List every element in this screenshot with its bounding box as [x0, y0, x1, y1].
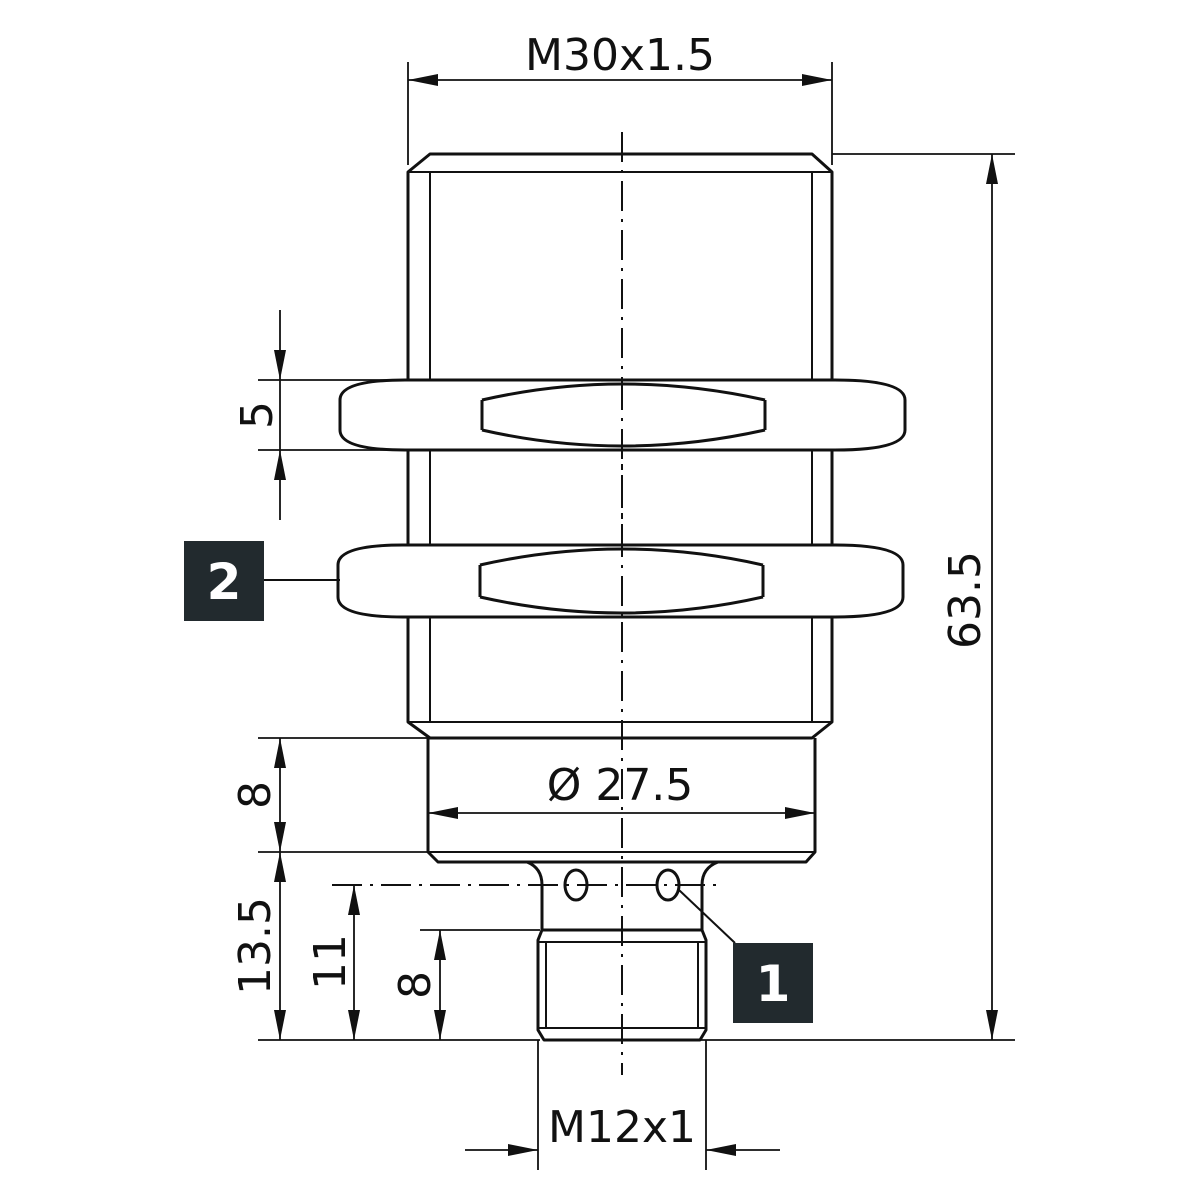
label-connector-thread-length: 8 [390, 971, 441, 999]
label-total-length: 63.5 [940, 551, 991, 649]
callout-2: 2 [184, 541, 340, 621]
dim-thread-connector: M12x1 [465, 1102, 780, 1156]
callout-1-badge [733, 943, 813, 1023]
dim-nut-thickness: 5 [232, 310, 286, 520]
dim-connector-to-holes: 11 [305, 885, 360, 1040]
callout-1: 1 [678, 889, 813, 1023]
extension-lines [258, 62, 1015, 1170]
label-collar-diameter: Ø 27.5 [547, 760, 694, 811]
callout-1-label: 1 [756, 955, 791, 1013]
dim-collar-height: 8 [230, 738, 286, 852]
label-thread-main: M30x1.5 [525, 30, 715, 81]
label-connector-length: 13.5 [230, 897, 281, 995]
dim-thread-main: M30x1.5 [408, 30, 832, 86]
label-nut-thickness: 5 [232, 401, 283, 429]
dim-connector-thread-length: 8 [390, 930, 446, 1040]
dim-collar-diameter: Ø 27.5 [428, 760, 815, 819]
collar [426, 738, 817, 864]
callout-2-label: 2 [207, 553, 242, 611]
label-collar-height: 8 [230, 781, 281, 809]
connector-thread [536, 928, 708, 1042]
lower-nut [336, 543, 905, 619]
dim-total-length: 63.5 [940, 154, 998, 1040]
callout-2-badge [184, 541, 264, 621]
label-connector-to-holes: 11 [305, 934, 356, 990]
dim-connector-length: 13.5 [230, 852, 286, 1040]
label-thread-connector: M12x1 [548, 1102, 696, 1153]
